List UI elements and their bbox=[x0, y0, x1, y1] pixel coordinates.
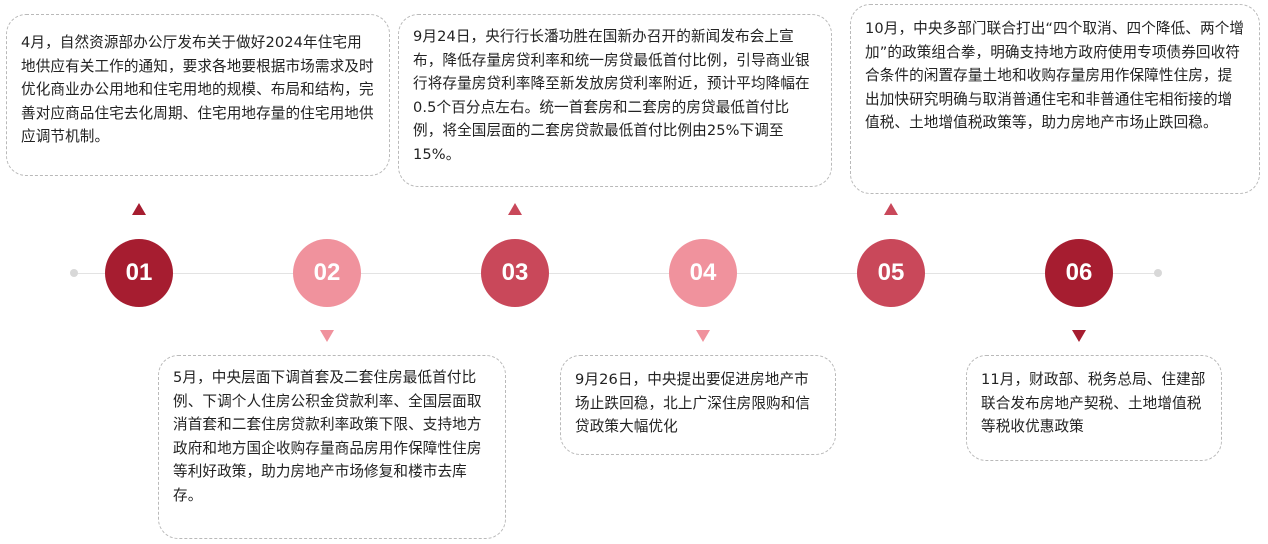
timeline-end-dot bbox=[1154, 269, 1162, 277]
event-text-03: 9月24日，央行行长潘功胜在国新办召开的新闻发布会上宣布，降低存量房贷利率和统一… bbox=[413, 28, 810, 163]
event-box-01: 4月，自然资源部办公厅发布关于做好2024年住宅用地供应有关工作的通知，要求各地… bbox=[6, 14, 390, 176]
pointer-up-icon bbox=[508, 203, 522, 215]
event-text-04: 9月26日，中央提出要促进房地产市场止跌回稳，北上广深住房限购和信贷政策大幅优化 bbox=[575, 371, 811, 435]
pointer-down-icon bbox=[696, 330, 710, 342]
event-text-01: 4月，自然资源部办公厅发布关于做好2024年住宅用地供应有关工作的通知，要求各地… bbox=[21, 34, 374, 145]
event-box-03: 9月24日，央行行长潘功胜在国新办召开的新闻发布会上宣布，降低存量房贷利率和统一… bbox=[398, 14, 832, 187]
timeline-node-04: 04 bbox=[669, 239, 737, 307]
event-box-02: 5月，中央层面下调首套及二套住房最低首付比例、下调个人住房公积金贷款利率、全国层… bbox=[158, 355, 506, 539]
pointer-down-icon bbox=[1072, 330, 1086, 342]
pointer-up-icon bbox=[132, 203, 146, 215]
pointer-up-icon bbox=[884, 203, 898, 215]
timeline-node-06: 06 bbox=[1045, 239, 1113, 307]
timeline-start-dot bbox=[70, 269, 78, 277]
event-box-05: 10月，中央多部门联合打出“四个取消、四个降低、两个增加”的政策组合拳，明确支持… bbox=[850, 4, 1260, 194]
timeline-node-02: 02 bbox=[293, 239, 361, 307]
pointer-down-icon bbox=[320, 330, 334, 342]
timeline-node-03: 03 bbox=[481, 239, 549, 307]
event-text-06: 11月，财政部、税务总局、住建部联合发布房地产契税、土地增值税等税收优惠政策 bbox=[981, 371, 1206, 435]
event-text-05: 10月，中央多部门联合打出“四个取消、四个降低、两个增加”的政策组合拳，明确支持… bbox=[865, 20, 1245, 131]
timeline-node-01: 01 bbox=[105, 239, 173, 307]
event-box-06: 11月，财政部、税务总局、住建部联合发布房地产契税、土地增值税等税收优惠政策 bbox=[966, 355, 1222, 461]
timeline-node-05: 05 bbox=[857, 239, 925, 307]
event-box-04: 9月26日，中央提出要促进房地产市场止跌回稳，北上广深住房限购和信贷政策大幅优化 bbox=[560, 355, 836, 455]
event-text-02: 5月，中央层面下调首套及二套住房最低首付比例、下调个人住房公积金贷款利率、全国层… bbox=[173, 369, 482, 504]
timeline-line bbox=[74, 273, 1159, 274]
